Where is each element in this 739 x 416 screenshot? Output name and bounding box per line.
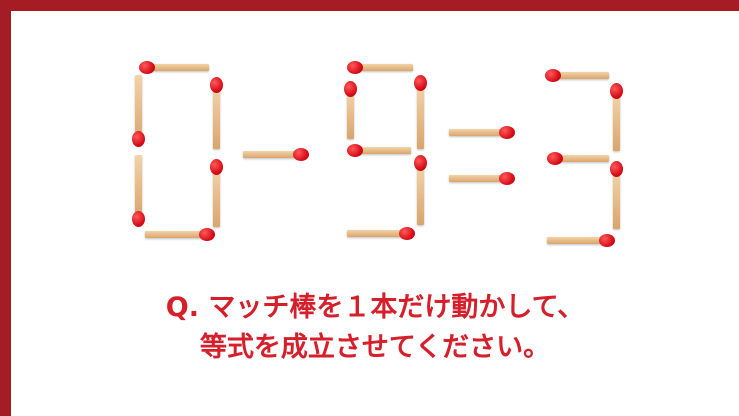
matchstick [449, 129, 505, 136]
question-line-2: 等式を成立させてください。 [199, 332, 551, 363]
matchstick [243, 151, 299, 158]
matchstick [135, 155, 142, 217]
match-head [139, 61, 155, 74]
matchstick [347, 91, 354, 139]
matchstick [213, 87, 220, 149]
match-head [610, 161, 623, 177]
match-head [210, 77, 223, 93]
matchstick [359, 147, 411, 154]
match-head [132, 131, 145, 147]
question-text: Q. マッチ棒を１本だけ動かして、 等式を成立させてください。 [11, 288, 739, 368]
match-head [399, 227, 415, 240]
match-head [499, 172, 515, 185]
matchstick [613, 95, 620, 151]
match-head [344, 81, 357, 97]
matchstick [557, 72, 609, 79]
matchstick [613, 171, 620, 229]
match-head [132, 211, 145, 227]
matchstick [449, 175, 505, 182]
matchstick [357, 64, 413, 71]
matchstick-equation [111, 51, 651, 261]
matchstick [417, 165, 424, 225]
matchstick [149, 64, 209, 71]
matchstick [417, 85, 424, 149]
matchstick [213, 167, 220, 227]
matchstick [347, 230, 405, 237]
match-head [414, 155, 427, 171]
matchstick [135, 75, 142, 145]
matchstick [547, 237, 605, 244]
matchstick [559, 155, 609, 162]
match-head [414, 75, 427, 91]
match-head [610, 83, 623, 99]
match-head [547, 152, 563, 165]
matchstick [145, 231, 205, 238]
match-head [293, 148, 309, 161]
match-head [210, 159, 223, 175]
match-head [499, 126, 515, 139]
match-head [347, 144, 363, 157]
match-head [599, 234, 615, 247]
match-head [347, 61, 363, 74]
match-head [545, 69, 561, 82]
question-line-1: Q. マッチ棒を１本だけ動かして、 [165, 292, 585, 323]
match-head [199, 228, 215, 241]
